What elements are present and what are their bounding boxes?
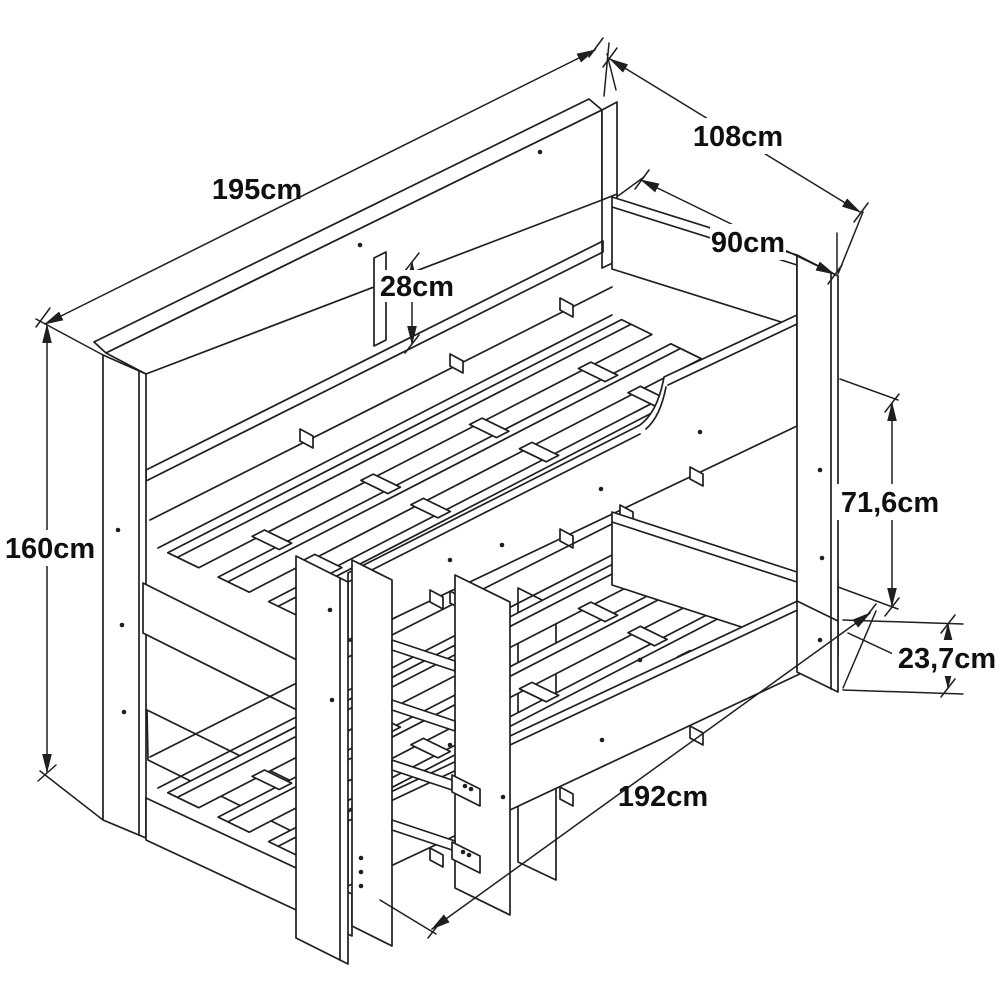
- screw-hole-dot: [537, 149, 543, 155]
- slat-tie: [577, 361, 619, 383]
- screw-hole-dot: [466, 852, 472, 858]
- screw-hole-dot: [500, 794, 506, 800]
- slat-board-edge: [176, 323, 632, 559]
- bunk-clearance-label: 71,6cm: [841, 487, 939, 519]
- upper-slat-ends: [429, 466, 704, 610]
- slat-board-edge: [226, 347, 682, 583]
- mattress-width-label: 90cm: [711, 227, 785, 259]
- slat-tie: [360, 473, 402, 495]
- dim-label-108: 108cm: [693, 118, 783, 154]
- slat-tie: [251, 529, 293, 551]
- slat-end-tab: [449, 353, 464, 374]
- shelf-right-end-cap: [601, 101, 618, 201]
- slat-end-tab: [559, 786, 574, 807]
- screw-hole-dot: [121, 709, 127, 715]
- slat-tie: [251, 769, 293, 791]
- slat-tie: [577, 601, 619, 623]
- screw-hole-dot: [462, 783, 468, 789]
- dim-label-28: 28cm: [380, 270, 454, 303]
- upper-bunk: [157, 196, 801, 642]
- screw-hole-dot: [499, 542, 505, 548]
- top-length-label: 195cm: [212, 174, 302, 206]
- slat-tie: [468, 417, 510, 439]
- slat-board-edge: [176, 563, 632, 799]
- front-left-leg: [295, 555, 349, 965]
- screw-hole-dot: [115, 527, 121, 533]
- dim-label-192: 192cm: [618, 781, 708, 813]
- slat-end-tab: [689, 466, 704, 487]
- slat-end-tab: [299, 428, 314, 449]
- slat-end-tab: [429, 847, 444, 868]
- screw-hole-dot: [327, 607, 333, 613]
- dimension-annotations: 160cm 195cm 108cm 90cm 28cm 71,6cm 23,7c…: [5, 37, 1000, 939]
- lower-right-end-rail-edge: [611, 521, 798, 583]
- upper-front-rail-top-edge: [347, 433, 641, 583]
- upper-back-rail-edge: [149, 286, 613, 521]
- slat-tie: [410, 737, 452, 759]
- slat-tie: [627, 625, 668, 647]
- screw-hole-dot: [697, 429, 703, 435]
- overall-height-label: 160cm: [5, 533, 95, 565]
- screw-hole-dot: [329, 697, 335, 703]
- dim-label-23-7: 23,7cm: [892, 640, 1000, 676]
- ladder-stringer-left: [351, 559, 393, 947]
- dim-label-71-6: 71,6cm: [836, 484, 944, 520]
- dim-label-195: 195cm: [212, 174, 302, 206]
- shelf-top-front-band: [105, 109, 603, 375]
- screw-hole-dot: [119, 622, 125, 628]
- shelf-opening-label: 28cm: [380, 271, 454, 303]
- dimension-195: [43, 49, 597, 325]
- screw-hole-dot: [637, 657, 643, 663]
- screw-hole-dot: [357, 242, 363, 248]
- dimension-192: [430, 612, 872, 930]
- base-height-label: 23,7cm: [898, 643, 996, 675]
- dimension-end-ticks: [35, 37, 956, 939]
- slat-tie: [518, 441, 560, 463]
- floor-length-label: 192cm: [618, 781, 708, 813]
- screw-hole-dot: [460, 849, 466, 855]
- screw-hole-dot: [358, 869, 364, 875]
- deck-back-edge: [157, 314, 613, 549]
- slat-tie: [410, 497, 452, 519]
- dim-label-90: 90cm: [710, 224, 786, 260]
- overall-width-label: 108cm: [693, 121, 783, 153]
- slat-end-tab: [559, 297, 574, 318]
- screw-hole-dot: [599, 737, 605, 743]
- screw-hole-dot: [819, 555, 825, 561]
- guard-rail-handhold-curve: [645, 323, 798, 430]
- screw-hole-dot: [817, 467, 823, 473]
- screw-hole-dot: [447, 742, 453, 748]
- screw-hole-dot: [447, 557, 453, 563]
- screw-hole-dot: [358, 855, 364, 861]
- screw-hole-dot: [598, 486, 604, 492]
- slat-board: [166, 318, 653, 569]
- screw-hole-dot: [358, 883, 364, 889]
- dim-label-160: 160cm: [5, 530, 95, 566]
- slat-end-tab: [559, 528, 574, 549]
- right-end-panel: [796, 254, 839, 693]
- screw-hole-dot: [817, 637, 823, 643]
- screw-hole-dot: [468, 786, 474, 792]
